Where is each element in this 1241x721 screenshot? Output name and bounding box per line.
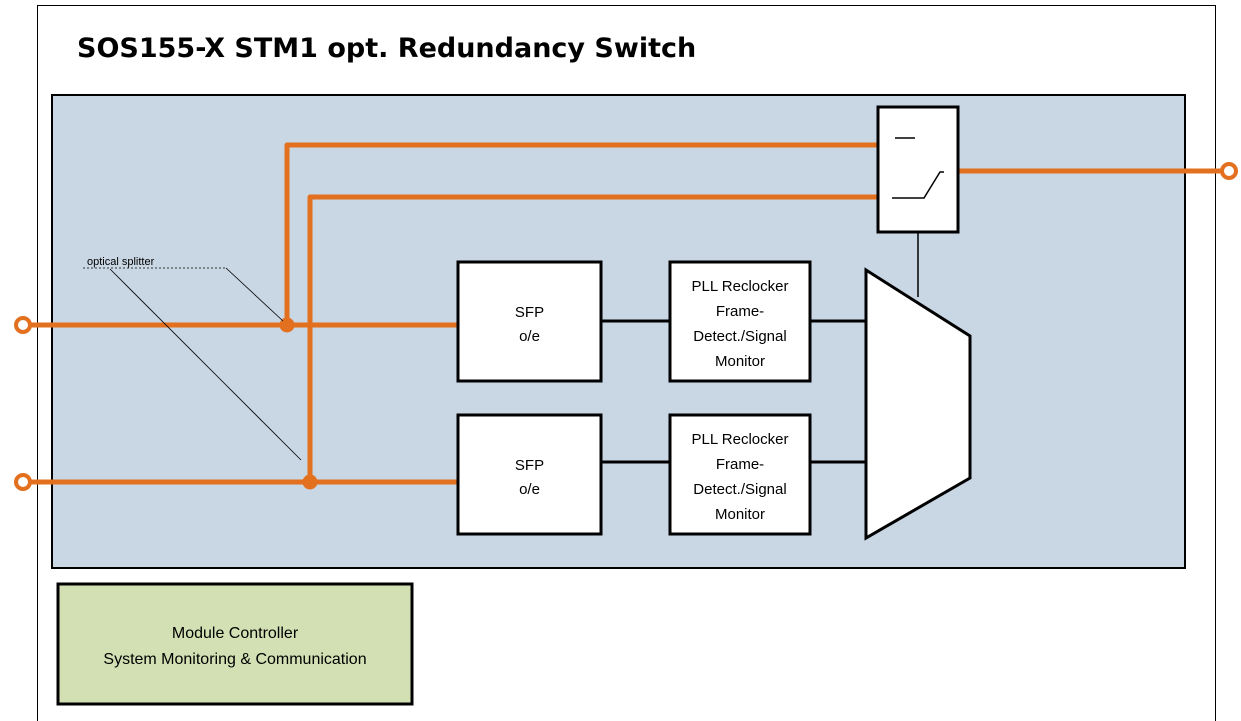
splitter-junction-1 xyxy=(279,317,295,333)
diagram-title: SOS155-X STM1 opt. Redundancy Switch xyxy=(77,33,696,64)
pll-top-line4: Monitor xyxy=(715,353,765,370)
pll-bottom-line1: PLL Reclocker xyxy=(692,431,789,448)
optical-port-icon xyxy=(14,473,32,491)
pll-block-bottom: PLL Reclocker Frame- Detect./Signal Moni… xyxy=(668,413,812,536)
pll-top-line1: PLL Reclocker xyxy=(692,278,789,295)
module-controller: Module Controller System Monitoring & Co… xyxy=(56,582,414,706)
sfp-bottom-line1: SFP xyxy=(515,457,544,474)
sfp-block-top: SFP o/e xyxy=(456,260,603,383)
splitter-branch-2 xyxy=(307,194,878,482)
splitter-junction-2 xyxy=(302,474,318,490)
sfp-top-line2: o/e xyxy=(519,328,540,345)
module-controller-line1: Module Controller xyxy=(172,625,299,642)
signal-lines xyxy=(28,142,1222,485)
pll-bottom-line3: Detect./Signal xyxy=(693,481,786,498)
splitter-branch-1 xyxy=(284,142,878,325)
multiplexer-icon xyxy=(864,267,972,541)
main-panel xyxy=(51,94,1186,569)
switch-icon xyxy=(876,105,960,234)
pll-block-top: PLL Reclocker Frame- Detect./Signal Moni… xyxy=(668,260,812,383)
optical-port-icon xyxy=(1220,162,1238,180)
sfp-top-line1: SFP xyxy=(515,304,544,321)
splitter-label: optical splitter xyxy=(87,256,155,268)
connector-lines xyxy=(601,319,866,464)
splitter-leaders xyxy=(83,267,302,461)
optical-port-icon xyxy=(14,316,32,334)
pll-top-line2: Frame- xyxy=(716,303,764,320)
pll-bottom-line4: Monitor xyxy=(715,506,765,523)
module-controller-line2: System Monitoring & Communication xyxy=(103,651,366,668)
pll-top-line3: Detect./Signal xyxy=(693,328,786,345)
sfp-bottom-line2: o/e xyxy=(519,481,540,498)
sfp-block-bottom: SFP o/e xyxy=(456,413,603,536)
pll-bottom-line2: Frame- xyxy=(716,456,764,473)
